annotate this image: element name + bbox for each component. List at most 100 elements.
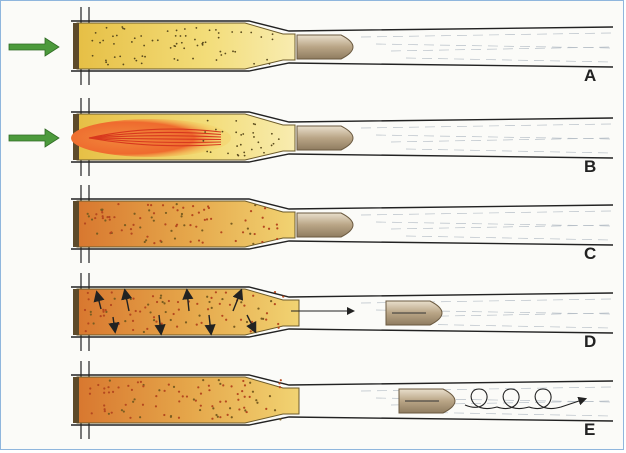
burning-particle: [189, 224, 191, 226]
powder-grain: [220, 54, 222, 56]
burning-particle: [208, 301, 210, 303]
burning-particle: [265, 408, 267, 410]
burning-particle: [269, 395, 271, 397]
burning-particle: [182, 207, 184, 209]
powder-grain: [240, 31, 242, 33]
burning-particle: [160, 297, 162, 299]
burning-particle: [96, 233, 98, 235]
burning-particle: [204, 219, 206, 221]
stage-label: E: [584, 420, 595, 439]
burning-particle: [186, 395, 188, 397]
burning-particle: [112, 391, 114, 393]
powder-grain: [269, 63, 271, 65]
powder-grain: [131, 41, 133, 43]
rifling-line: [361, 33, 611, 37]
powder-grain: [173, 58, 175, 60]
powder-charge: [77, 23, 295, 69]
powder-grain: [272, 33, 274, 35]
burning-particle: [97, 384, 99, 386]
powder-grain: [253, 136, 255, 138]
burning-particle: [104, 410, 106, 412]
burning-particle: [129, 314, 131, 316]
burning-particle: [238, 408, 240, 410]
burning-particle: [163, 414, 165, 416]
burning-particle: [165, 311, 167, 313]
powder-grain: [232, 50, 234, 52]
burning-particle: [243, 407, 245, 409]
stage-label: C: [584, 244, 596, 263]
burning-particle: [178, 309, 180, 311]
powder-grain: [219, 51, 221, 53]
burning-particle: [155, 395, 157, 397]
powder-grain: [140, 35, 142, 37]
powder-grain: [180, 35, 182, 37]
powder-grain: [175, 35, 177, 37]
burning-particle: [160, 295, 162, 297]
burning-particle: [101, 211, 103, 213]
burning-particle: [192, 205, 194, 207]
case-head: [73, 201, 79, 247]
burning-particle: [256, 402, 258, 404]
burning-particle: [153, 316, 155, 318]
burning-particle: [217, 416, 219, 418]
powder-grain: [215, 29, 217, 31]
burning-particle: [144, 241, 146, 243]
burning-particle: [198, 315, 200, 317]
powder-grain: [152, 40, 154, 42]
powder-grain: [204, 131, 206, 133]
burning-particle: [139, 226, 141, 228]
burning-particle: [218, 379, 220, 381]
powder-grain: [266, 59, 268, 61]
powder-grain: [240, 144, 242, 146]
burning-particle: [229, 407, 231, 409]
burning-particle: [85, 330, 87, 332]
burning-particle: [132, 329, 134, 331]
burning-particle: [206, 296, 208, 298]
burning-particle: [200, 405, 202, 407]
burning-particle: [146, 328, 148, 330]
burning-particle: [190, 241, 192, 243]
powder-grain: [244, 155, 246, 157]
powder-grain: [272, 38, 274, 40]
burning-particle: [254, 204, 256, 206]
burning-particle: [277, 323, 279, 325]
burning-particle: [153, 220, 155, 222]
burning-particle: [193, 398, 195, 400]
burning-particle: [211, 307, 213, 309]
burning-particle: [105, 309, 107, 311]
powder-grain: [202, 44, 204, 46]
burning-particle: [170, 416, 172, 418]
burning-particle: [93, 322, 95, 324]
powder-grain: [192, 58, 194, 60]
powder-grain: [105, 61, 107, 63]
powder-grain: [215, 129, 217, 131]
burning-particle: [84, 309, 86, 311]
powder-grain: [134, 58, 136, 60]
rifling-line: [391, 225, 611, 229]
burning-particle: [153, 212, 155, 214]
powder-grain: [173, 45, 175, 47]
bullet: [297, 35, 353, 59]
burning-particle: [90, 311, 92, 313]
case-head: [73, 23, 79, 69]
burning-particle: [229, 304, 231, 306]
burning-particle: [207, 308, 209, 310]
burning-particle: [168, 383, 170, 385]
burning-particle: [147, 204, 149, 206]
burning-particle: [139, 217, 141, 219]
powder-grain: [176, 43, 178, 45]
burning-particle: [235, 240, 237, 242]
burning-particle: [144, 306, 146, 308]
powder-grain: [222, 131, 224, 133]
burning-particle: [182, 395, 184, 397]
burning-particle: [172, 206, 174, 208]
burning-particle: [109, 380, 111, 382]
burning-particle: [151, 216, 153, 218]
burning-particle: [110, 304, 112, 306]
burning-particle: [176, 209, 178, 211]
burning-particle: [176, 326, 178, 328]
burning-particle: [165, 212, 167, 214]
burning-particle: [147, 303, 149, 305]
powder-grain: [141, 62, 143, 64]
burning-particle: [206, 218, 208, 220]
